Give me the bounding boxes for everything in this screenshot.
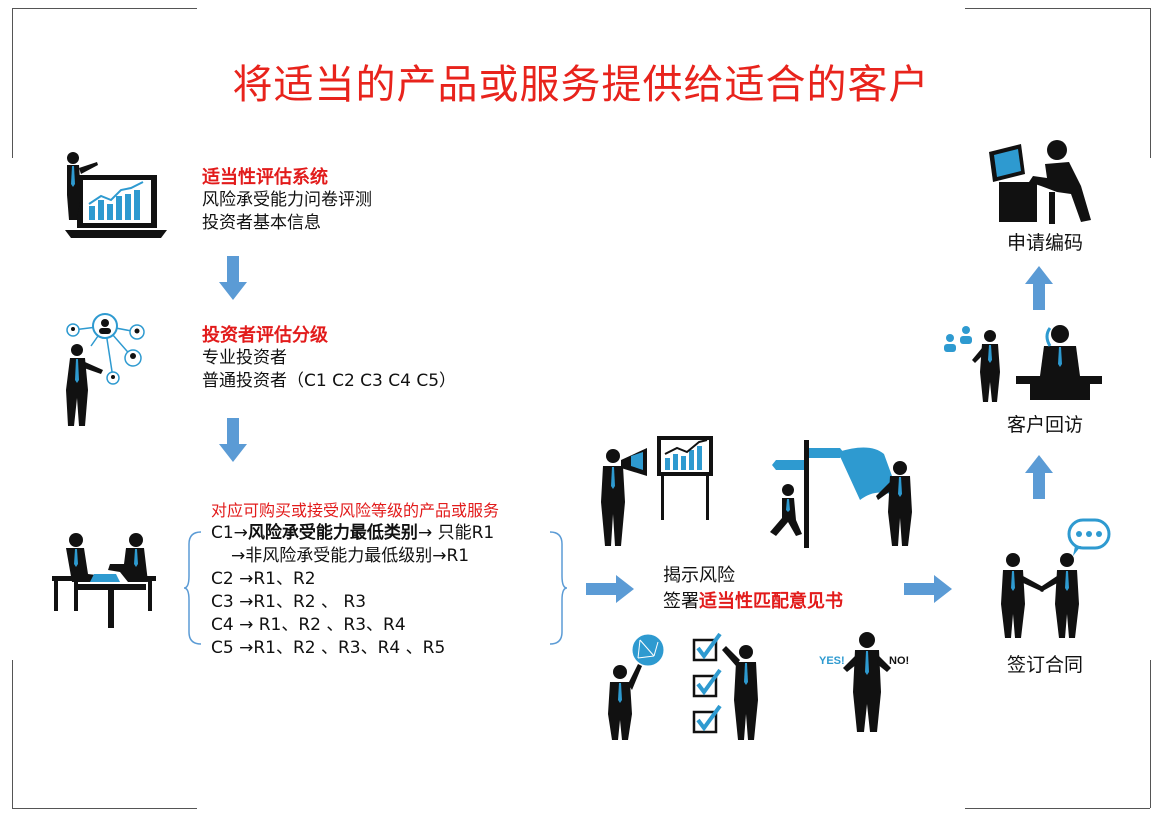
frame-bottom-left <box>12 808 197 809</box>
step4-line2-red: 适当性匹配意见书 <box>699 591 843 612</box>
checklist-person-icon <box>692 632 758 740</box>
frame-top-right <box>965 8 1150 9</box>
step1-heading: 适当性评估系统 <box>202 167 328 188</box>
step2-line2: 普通投资者（C1 C2 C3 C4 C5） <box>202 371 457 391</box>
c2-line: C2 →R1、R2 <box>211 569 316 589</box>
signpost-person-icon <box>770 440 912 548</box>
step2-heading: 投资者评估分级 <box>202 325 328 346</box>
frame-right-top <box>1150 8 1151 158</box>
step3-heading: 对应可购买或接受风险等级的产品或服务 <box>211 501 500 520</box>
right-arrow-2 <box>904 575 952 603</box>
down-arrow-2 <box>219 418 247 462</box>
c1-suffix: → 只能R1 <box>417 523 495 543</box>
customer-callback-icon <box>944 325 1102 402</box>
c5-line: C5 →R1、R2 、R3、R4 、R5 <box>211 638 446 658</box>
globe-person-icon <box>608 633 665 740</box>
c1-line: C1→风险承受能力最低类别→ 只能R1 <box>211 522 499 545</box>
right-arrow-1 <box>586 575 634 603</box>
step4-line1: 揭示风险 <box>663 565 735 586</box>
c1-prefix: C1→ <box>211 523 248 543</box>
step2-text: 投资者评估分级 专业投资者 普通投资者（C1 C2 C3 C4 C5） <box>202 324 456 393</box>
step5-label: 签订合同 <box>1006 654 1083 676</box>
step4-line2-prefix: 签署 <box>663 591 699 612</box>
step4-line2: 签署适当性匹配意见书 <box>663 589 843 615</box>
c4-line: C4 → R1、R2 、R3、R4 <box>211 615 406 635</box>
yes-label: YES! <box>819 655 845 667</box>
c3-line: C3 →R1、R2 、 R3 <box>211 592 367 612</box>
c1-bold: 风险承受能力最低类别 <box>247 523 418 543</box>
megaphone-chart-icon <box>601 436 713 546</box>
yes-no-person-icon: YES! NO! <box>819 632 909 732</box>
left-brace <box>183 531 202 645</box>
meeting-table-icon <box>52 533 156 628</box>
c1-sub-line: →非风险承受能力最低级别→R1 <box>231 546 470 566</box>
page-title: 将适当的产品或服务提供给适合的客户 <box>232 62 930 108</box>
step3-text: 对应可购买或接受风险等级的产品或服务 C1→风险承受能力最低类别→ 只能R1 →… <box>211 499 499 660</box>
no-label: NO! <box>889 655 909 667</box>
step1-line2: 投资者基本信息 <box>202 213 321 233</box>
network-person-icon <box>66 313 145 426</box>
step1-text: 适当性评估系统 风险承受能力问卷评测 投资者基本信息 <box>202 166 372 235</box>
presenter-laptop-icon <box>65 152 167 238</box>
right-brace <box>549 531 568 645</box>
step2-line1: 专业投资者 <box>202 348 287 368</box>
step6-label: 客户回访 <box>1006 414 1083 436</box>
up-arrow-2 <box>1025 266 1053 310</box>
step1-line1: 风险承受能力问卷评测 <box>202 190 372 210</box>
frame-left-bottom <box>12 660 13 808</box>
frame-bottom-right <box>965 808 1150 809</box>
step4-text: 揭示风险 签署适当性匹配意见书 <box>663 563 843 615</box>
frame-left-top <box>12 8 13 158</box>
frame-right-bottom <box>1150 660 1151 808</box>
frame-top-left <box>12 8 197 9</box>
step7-label: 申请编码 <box>1006 232 1083 254</box>
computer-user-icon <box>989 140 1091 224</box>
handshake-icon <box>1001 518 1111 638</box>
down-arrow-1 <box>219 256 247 300</box>
up-arrow-1 <box>1025 455 1053 499</box>
